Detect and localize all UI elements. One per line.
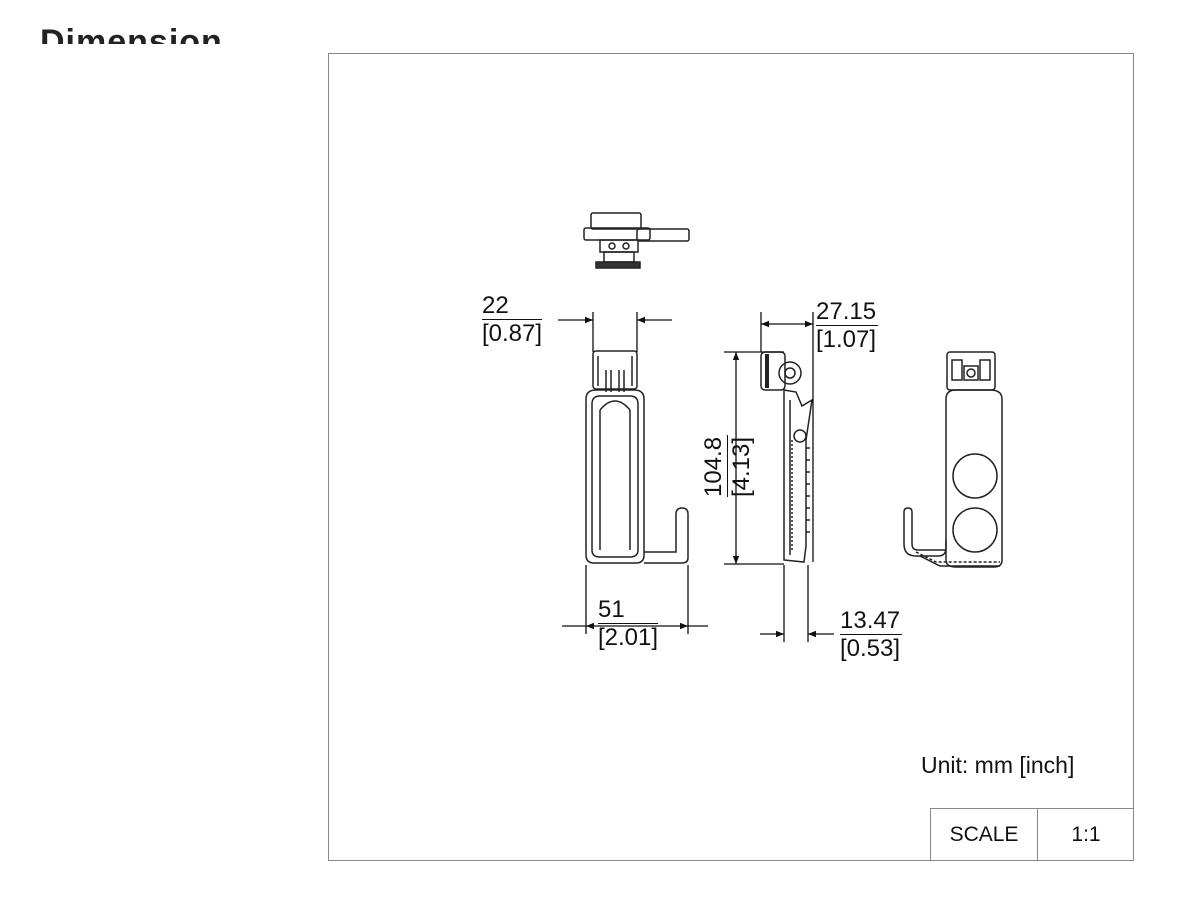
side-view: [760, 351, 813, 563]
scale-label: SCALE: [931, 809, 1038, 860]
dim-height-inch: [4.13]: [728, 436, 755, 497]
dim-height-mm: 104.8: [700, 434, 728, 497]
dim-height: 104.8 [4.13]: [700, 434, 755, 497]
page-heading: Dimension: [40, 23, 223, 44]
dim-depth-top-inch: [1.07]: [816, 326, 877, 353]
front-view: [585, 350, 689, 564]
dim-width-bottom-mm: 51: [598, 596, 659, 624]
dim-width-bottom-inch: [2.01]: [598, 624, 659, 651]
dim-width-top-inch: [0.87]: [482, 320, 543, 347]
back-view: [903, 351, 1003, 568]
top-view: [583, 212, 690, 269]
dim-depth-top-mm: 27.15: [816, 298, 879, 326]
dim-width-bottom: 51 [2.01]: [598, 596, 659, 651]
dim-depth-bottom-inch: [0.53]: [840, 635, 901, 662]
scale-value: 1:1: [1071, 822, 1101, 846]
dimension-lines: [558, 312, 834, 642]
dim-width-top: 22 [0.87]: [482, 292, 543, 347]
dim-depth-top: 27.15 [1.07]: [816, 298, 879, 353]
dim-width-top-mm: 22: [482, 292, 543, 320]
drawing-sheet: [328, 53, 1134, 861]
title-block: SCALE 1:1: [930, 808, 1134, 860]
dim-depth-bottom: 13.47 [0.53]: [840, 607, 903, 662]
dim-depth-bottom-mm: 13.47: [840, 607, 903, 635]
unit-note: Unit: mm [inch]: [921, 752, 1075, 778]
